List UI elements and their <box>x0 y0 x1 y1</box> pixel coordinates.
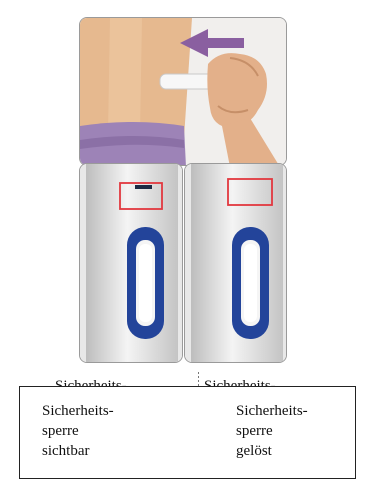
caption-line: gelöst <box>236 441 308 461</box>
caption-line: sperre <box>42 421 114 441</box>
caption-line: sperre <box>236 421 308 441</box>
pen-left-drawing <box>80 164 183 363</box>
arm-injection-drawing <box>80 18 287 166</box>
caption-lock-released: Sicherheits- sperre gelöst <box>236 401 308 461</box>
arm-injection-illustration <box>79 17 287 166</box>
safety-lock-mark <box>135 185 152 189</box>
caption-line: Sicherheits- <box>42 401 114 421</box>
caption-table: Sicherheits- sperre sichtbar Sicherheits… <box>19 386 356 479</box>
dashed-divider <box>198 372 199 386</box>
pen-right-drawing <box>185 164 287 363</box>
pen-closeup-lock-visible <box>79 163 183 363</box>
caption-line: Sicherheits- <box>236 401 308 421</box>
pen-closeup-lock-released <box>184 163 287 363</box>
caption-line: sichtbar <box>42 441 114 461</box>
caption-lock-visible: Sicherheits- sperre sichtbar <box>42 401 114 461</box>
